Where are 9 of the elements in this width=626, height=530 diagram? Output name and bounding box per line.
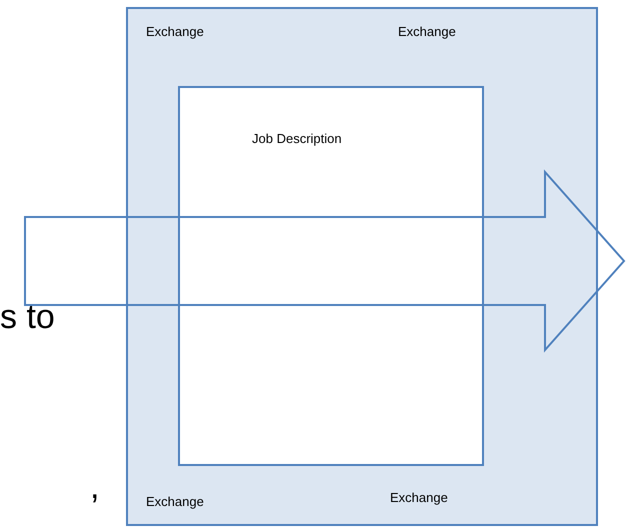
text-fragment: s to: [0, 300, 55, 334]
corner-label: Exchange: [398, 25, 456, 38]
container-box: [126, 7, 598, 526]
corner-label: Exchange: [390, 491, 448, 504]
corner-label: Exchange: [146, 495, 204, 508]
inner-box: [178, 86, 484, 466]
corner-label: Exchange: [146, 25, 204, 38]
box-title: Job Description: [252, 132, 342, 145]
text-fragment: ,: [90, 470, 100, 504]
